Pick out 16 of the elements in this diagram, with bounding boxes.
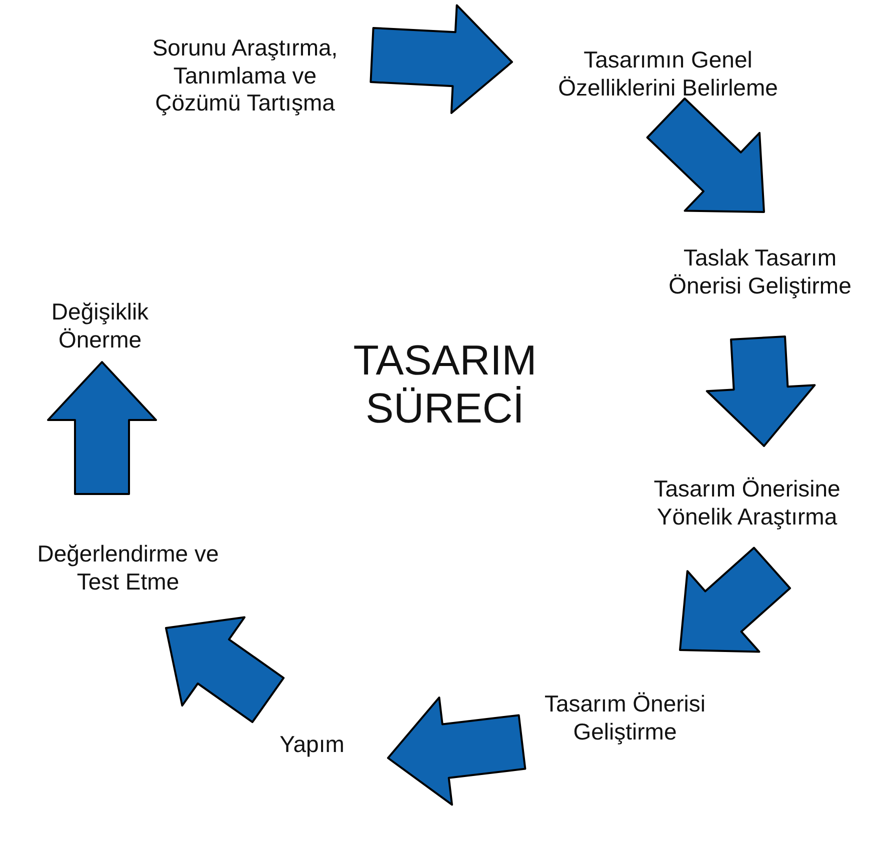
step-label: Değerlendirme ve Test Etme <box>20 540 236 596</box>
step-label: Değişiklik Önerme <box>25 298 175 354</box>
block-arrow <box>165 616 285 724</box>
step-label: Tasarım Önerisine Yönelik Araştırma <box>622 475 872 531</box>
block-arrow <box>47 361 157 495</box>
block-arrow <box>679 546 791 653</box>
step-label: Yapım <box>267 731 357 759</box>
block-arrow <box>387 696 526 806</box>
step-label: Taslak Tasarım Önerisi Geliştirme <box>652 244 868 300</box>
step-label: Tasarım Önerisi Geliştirme <box>510 690 740 746</box>
diagram-title: TASARIM SÜRECİ <box>352 336 538 434</box>
block-arrow <box>706 336 816 447</box>
block-arrow <box>370 4 513 114</box>
step-label: Tasarımın Genel Özelliklerini Belirleme <box>523 46 813 102</box>
step-label: Sorunu Araştırma, Tanımlama ve Çözümü Tartışma <box>135 34 355 118</box>
block-arrow <box>646 98 765 213</box>
